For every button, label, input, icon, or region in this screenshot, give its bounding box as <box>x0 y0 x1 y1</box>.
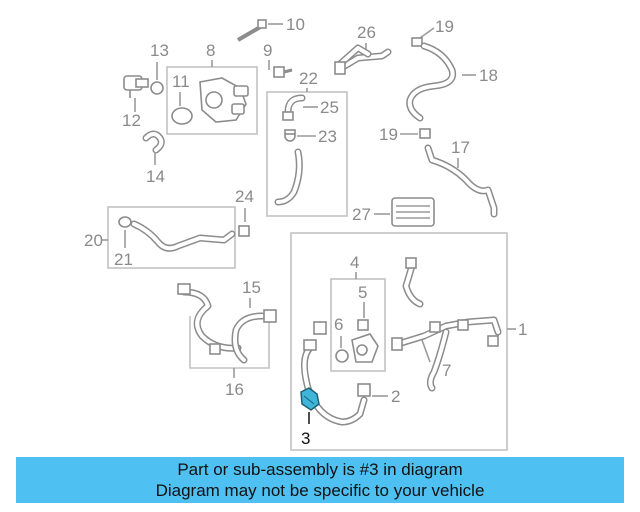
pipe-assembly-part-1 <box>301 257 502 426</box>
info-banner: Part or sub-assembly is #3 in diagram Di… <box>16 457 624 503</box>
housing-part-8 <box>199 77 249 123</box>
leader-19a <box>419 27 435 39</box>
highlighted-part-3 <box>300 387 320 411</box>
o-ring-part-13 <box>150 81 164 95</box>
callout-1: 1 <box>518 320 527 339</box>
callout-4: 4 <box>350 253 359 272</box>
o-ring-part-6 <box>335 349 349 363</box>
cooler-part-27 <box>391 197 435 227</box>
callout-21: 21 <box>114 250 133 269</box>
pipe-part-20 <box>130 220 236 252</box>
group-box-4 <box>330 278 386 372</box>
fitting-part-5 <box>351 319 379 363</box>
bolt-part-10 <box>236 19 267 42</box>
callout-11: 11 <box>172 72 190 91</box>
callout-16: 16 <box>225 380 244 399</box>
hose-part-16 <box>177 283 277 364</box>
leader-7 <box>421 339 431 363</box>
callout-8: 8 <box>206 41 215 60</box>
pipe-part-17 <box>424 144 498 218</box>
group-box-1 <box>290 232 508 451</box>
bolt-part-9 <box>273 66 293 78</box>
parts-diagram: 10 9 13 12 14 8 11 22 25 <box>84 15 527 451</box>
callout-25: 25 <box>320 98 339 117</box>
banner-line-2: Diagram may not be specific to your vehi… <box>155 481 485 500</box>
banner-line-1: Part or sub-assembly is #3 in diagram <box>177 460 463 479</box>
callout-17: 17 <box>451 138 470 157</box>
pipe-part-26 <box>334 44 392 75</box>
gasket-part-11 <box>171 107 193 125</box>
callout-22: 22 <box>299 69 318 88</box>
callout-24: 24 <box>235 187 254 206</box>
callout-27: 27 <box>352 205 371 224</box>
callout-7: 7 <box>442 361 451 380</box>
clamp-part-19a <box>411 37 423 47</box>
elbow-part-25 <box>282 94 306 121</box>
clamp-part-19b <box>419 128 431 139</box>
clamp-part-24 <box>238 225 250 237</box>
callout-19a: 19 <box>435 17 454 36</box>
hose-part-18 <box>406 42 457 122</box>
callout-19b: 19 <box>379 125 398 144</box>
callout-9: 9 <box>263 41 272 60</box>
group-box-20 <box>107 206 236 269</box>
callout-13: 13 <box>150 41 169 60</box>
callout-23: 23 <box>318 127 337 146</box>
callout-14: 14 <box>146 167 165 186</box>
clamp-part-23 <box>284 129 296 142</box>
callout-10: 10 <box>286 15 305 34</box>
callout-2: 2 <box>391 387 400 406</box>
callout-26: 26 <box>357 23 376 42</box>
callout-5: 5 <box>358 283 367 302</box>
callout-18: 18 <box>479 66 498 85</box>
callout-15: 15 <box>242 278 261 297</box>
o-ring-part-21 <box>118 216 132 228</box>
sensor-part-12 <box>123 75 149 98</box>
callout-12: 12 <box>122 111 141 130</box>
callout-6: 6 <box>334 315 343 334</box>
callout-3: 3 <box>301 429 310 448</box>
hose-part-22 <box>274 148 303 206</box>
callout-20: 20 <box>84 231 103 250</box>
group-box-16 <box>189 316 270 369</box>
